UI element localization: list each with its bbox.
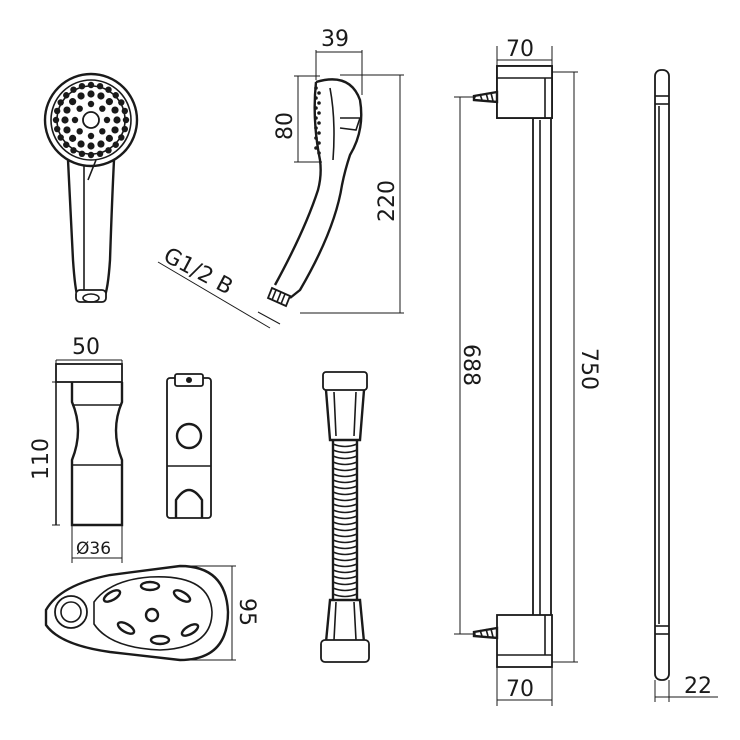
dim-bar-length: 750 [576, 348, 601, 390]
soap-dish-dimensions: 95 [186, 565, 259, 661]
slider-dimensions: 50 110 Ø36 [29, 335, 123, 563]
side-view-dimensions: 39 80 220 G1/2 B [157, 27, 404, 329]
dim-handset-length: 220 [375, 180, 400, 222]
dim-slider-bore: Ø36 [76, 539, 111, 559]
soap-dish [44, 564, 230, 662]
rail-bar-front-view [472, 65, 553, 668]
dim-slider-height: 110 [29, 438, 54, 480]
dim-bracket-bottom: 70 [506, 677, 534, 702]
rail-side-dimensions: 22 [654, 674, 718, 702]
rail-bar-side-view [654, 69, 670, 681]
hand-shower-side-view [266, 78, 363, 308]
dim-head-height: 80 [273, 112, 298, 140]
dim-soap-dish-height: 95 [234, 598, 259, 626]
slider-bracket-side-view [55, 363, 124, 527]
dim-bracket-top: 70 [506, 37, 534, 62]
dim-bar-centres: 688 [458, 344, 483, 386]
hand-shower-front-view [43, 72, 139, 303]
dim-thread: G1/2 B [159, 243, 237, 300]
dim-bar-diameter: 22 [684, 674, 712, 699]
slider-bracket-front-view [166, 373, 212, 519]
shower-hose [320, 371, 370, 663]
rail-dimensions: 70 688 750 70 [454, 37, 601, 706]
dim-head-width: 39 [321, 27, 349, 52]
dim-slider-width: 50 [72, 335, 100, 360]
